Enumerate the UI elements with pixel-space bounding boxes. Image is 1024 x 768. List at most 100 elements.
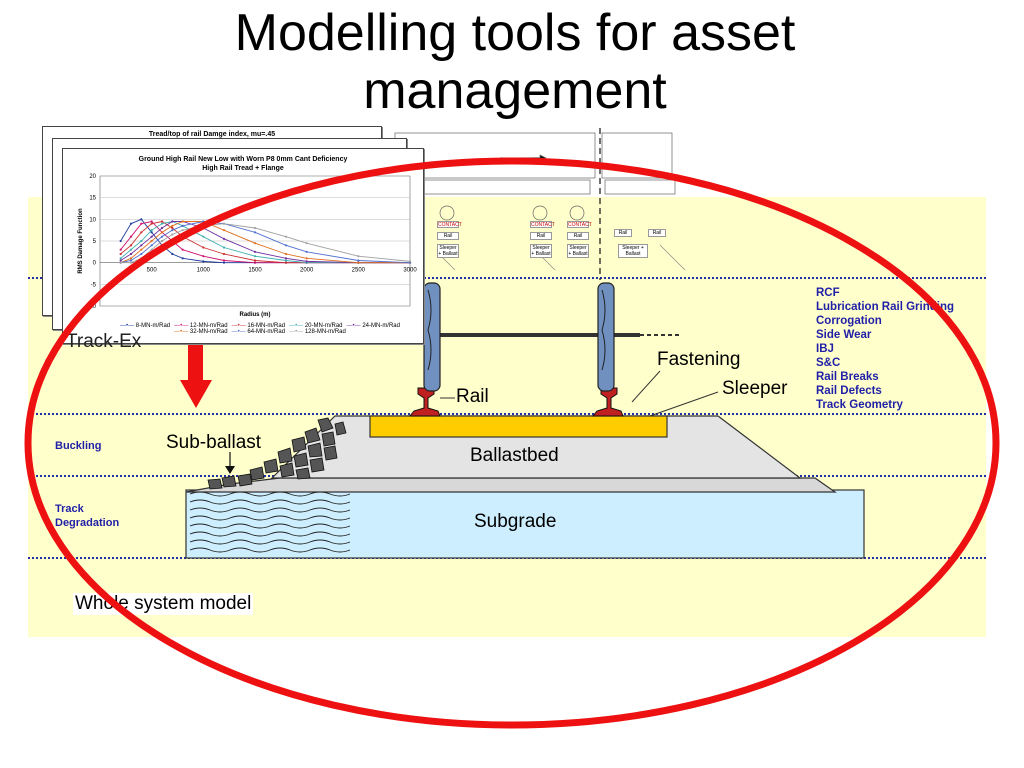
legend-entry: —•— 128-MN-m/Rad [289,329,346,335]
series-point [171,220,174,223]
legend-label: 16-MN-m/Rad [247,323,286,329]
x-tick-label: 2000 [300,268,314,274]
series-point [171,226,174,230]
series-point [119,252,122,256]
series-point [284,252,288,256]
sub-ballast-label: Sub-ballast [166,432,262,453]
series-point [129,222,133,225]
issue-item: Rail Defects [816,385,882,397]
rail-label: Rail [456,386,489,407]
series-point [222,252,226,256]
legend-label: 24-MN-m/Rad [362,323,400,329]
issues-list: RCF Lubrication Rail Grinding Corrogatio… [816,286,954,412]
fastening-leader [631,370,661,403]
chart-legend: —•— 8-MN-m/Rad—•— 12-MN-m/Rad—•— 16-MN-m… [110,323,410,335]
series-point [150,239,153,243]
y-tick-label: 0 [93,261,97,267]
series-point [408,260,412,263]
series-point [140,248,143,251]
series-point [181,224,184,227]
series-point [222,229,226,232]
chart-back-title: Tread/top of rail Damge index, mu=.45 [148,131,276,138]
series-point [150,231,153,234]
contact-box: CONTACT [567,221,592,228]
series-point [160,235,164,238]
sleeper-ballast-box: Sleeper + Ballast [567,244,589,258]
series-point [140,222,143,225]
x-axis-label: Radius (m) [239,312,270,318]
series-point [171,252,174,256]
buckling-label: Buckling [55,440,102,452]
fastening-label: Fastening [657,349,741,370]
x-tick-label: 3000 [403,268,417,274]
series-point [284,259,288,262]
sleeper-ballast-box: Sleeper + Ballast [618,244,648,258]
series-point [253,250,257,253]
series-point [202,246,205,249]
series-point [181,257,184,260]
wheel-right [597,282,615,392]
legend-entry: —•— 20-MN-m/Rad [289,323,343,329]
separator-line [28,277,986,279]
series-point [129,261,133,264]
series-point [129,259,133,262]
series-point [171,229,174,232]
x-tick-label: 1000 [197,268,211,274]
series-point [202,235,205,238]
ballastbed-label: Ballastbed [470,445,559,466]
sleeper-ballast-box: Sleeper + Ballast [530,244,552,258]
series-point [140,252,143,256]
series-point [253,259,257,262]
subgrade-layer [185,489,865,559]
series-point [150,222,153,225]
series-point [119,239,122,243]
issue-item: S&C [816,357,841,369]
chart-title: Ground High Rail New Low with Worn P8 0m… [138,156,348,163]
rail-box: Rail [614,229,632,237]
highlight-ellipse [24,157,1000,729]
series-point [222,237,226,240]
track-degradation-label-1: Track [55,503,84,515]
series-point [305,242,308,245]
series-point [140,218,143,221]
legend-label: 12-MN-m/Rad [189,323,228,329]
legend-label: 20-MN-m/Rad [304,323,343,329]
series-point [171,224,174,227]
series-point [181,229,184,232]
issue-item: Lubrication Rail Grinding [816,301,954,313]
series-point [222,246,226,249]
series-point [150,244,153,247]
track-degradation-label-2: Degradation [55,517,120,529]
series-point [253,226,257,230]
series-point [119,248,122,251]
x-tick-label: 2500 [352,268,366,274]
series-point [202,255,205,258]
series-point [253,242,257,245]
sleeper-label: Sleeper [722,378,788,399]
rail-box: Rail [530,232,552,240]
series-point [129,235,133,238]
legend-entry: —•— 32-MN-m/Rad [174,329,228,335]
y-axis-label: RMS Damage Function [78,208,84,274]
legend-entry: —•— 12-MN-m/Rad [174,323,228,329]
y-tick-label: 5 [93,239,97,245]
series-point [202,260,205,263]
series-point [140,244,143,247]
series-point [171,233,174,236]
legend-entry: —•— 64-MN-m/Rad [231,329,286,335]
series-point [150,235,153,238]
subgrade-texture [189,491,351,553]
y-tick-label: 20 [89,174,96,180]
series-point [253,255,257,258]
ballast-stones [207,417,347,490]
series-point [305,260,308,263]
red-down-arrow [188,342,203,382]
series-point [150,220,153,223]
y-tick-label: 10 [89,217,96,223]
x-tick-label: 500 [147,268,158,274]
series-point [305,250,308,253]
series-point [284,261,288,264]
series-line [120,221,410,264]
